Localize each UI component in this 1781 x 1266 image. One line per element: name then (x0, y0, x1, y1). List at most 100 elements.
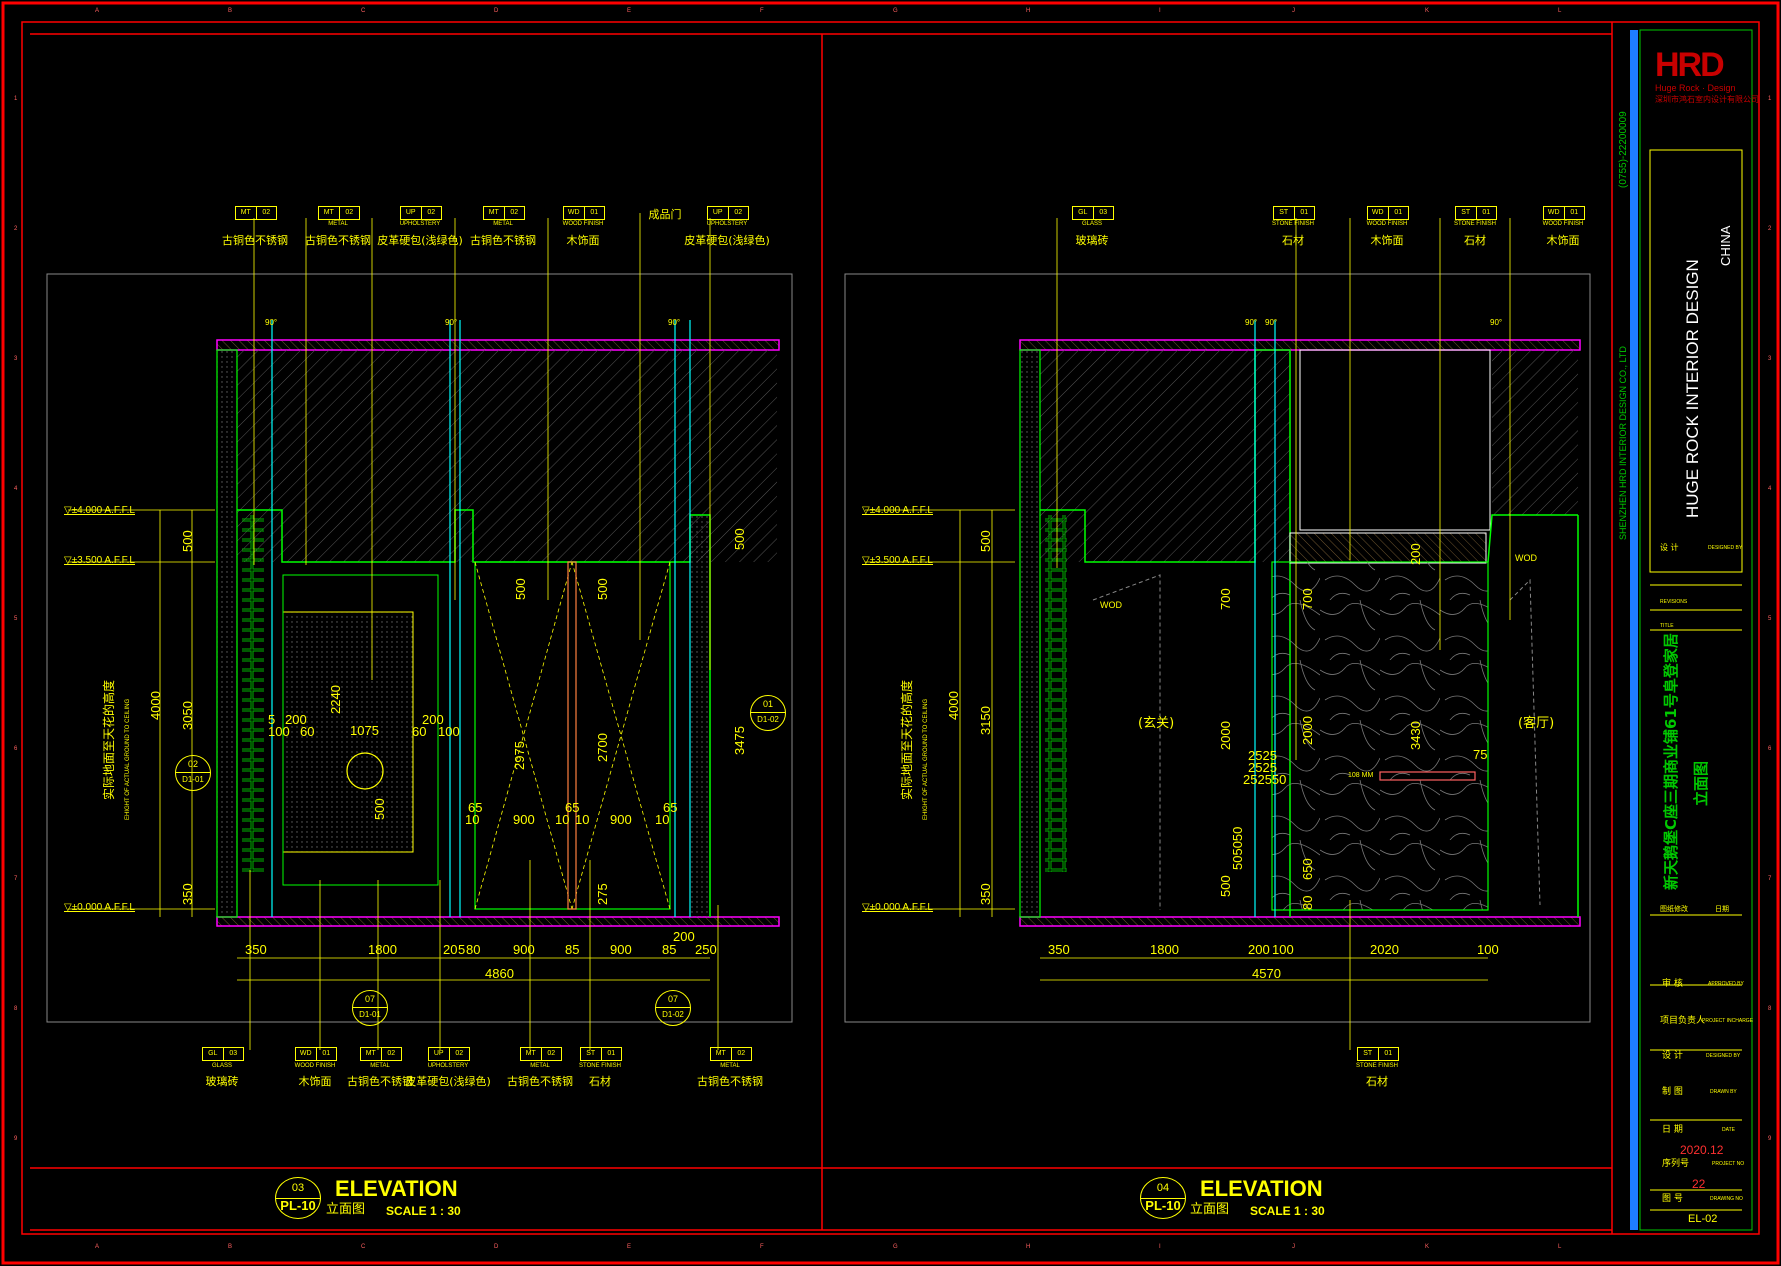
dim-label: 60 (412, 724, 427, 739)
border-grid-label: I (1159, 1244, 1161, 1250)
dim-label: 700 (1218, 588, 1233, 610)
level-marker: ▽±0.000 A.F.F.L (862, 902, 933, 913)
dim-label: 4000 (148, 691, 163, 720)
dim-label: 100 (268, 724, 290, 739)
ceiling-slab (216, 339, 780, 351)
view-title: ELEVATION (335, 1176, 458, 1201)
material-en: WOOD FINISH (1542, 221, 1584, 227)
dim-label: 100 (1477, 942, 1499, 957)
inner-frame (21, 21, 1760, 1235)
material-en: METAL (370, 1063, 390, 1069)
dim-label: 350 (978, 883, 993, 905)
view-scale: SCALE 1 : 30 (386, 1204, 461, 1218)
border-grid-label: J (1292, 8, 1295, 14)
height-label-en: EHIGHT OF ACTUAL GROUND TO CEILING (923, 698, 929, 820)
level-marker: ▽±4.000 A.F.F.L (64, 505, 135, 516)
border-grid-label: 9 (14, 1136, 18, 1142)
company-vertical: SHENZHEN HRD INTERIOR DESIGN CO., LTD (1618, 346, 1628, 540)
drafter-label: 制 图 (1662, 1087, 1683, 1097)
dim-label: 85 (565, 942, 580, 957)
dim-label: 900 (610, 812, 632, 827)
spot-angle: 90° (1490, 318, 1503, 327)
border-grid-label: 3 (14, 356, 18, 362)
dim-label: 10 (575, 812, 590, 827)
dim-label: 3475 (732, 726, 747, 755)
dim-label: 3150 (978, 706, 993, 735)
border-grid-label: 8 (1768, 1006, 1772, 1012)
material-en: METAL (530, 1063, 550, 1069)
border-grid-label: F (760, 8, 764, 14)
material-label: 木饰面 (566, 234, 600, 247)
material-label: 石材 (1282, 234, 1304, 247)
dim-label: 2240 (328, 685, 343, 714)
border-grid-label: 7 (14, 876, 18, 882)
material-en: GLASS (1081, 221, 1102, 227)
material-label: 石材 (589, 1075, 611, 1088)
dim-label: 3050 (180, 701, 195, 730)
border-grid-label: 1 (1768, 96, 1772, 102)
dim-label: 500 (372, 798, 387, 820)
design-label: 设 计 (1660, 543, 1679, 552)
review-en: APPROVED BY (1708, 981, 1744, 987)
material-label: 古铜色不锈钢 (347, 1075, 413, 1088)
dim-label: 1800 (1150, 942, 1179, 957)
dim-label: 200 (422, 712, 444, 727)
dim-label: 80 (1300, 895, 1315, 910)
border-grid-label: E (627, 1244, 631, 1250)
material-en: GLASS (211, 1063, 232, 1069)
designer-label: 设 计 (1662, 1051, 1683, 1061)
dim-label: 200 (1248, 942, 1270, 957)
logo-cn: 深圳市鸿石室内设计有限公司 (1655, 95, 1759, 104)
material-en: UPHOLSTERY (706, 221, 748, 227)
project-name: 新天鹅堡C座三期商业铺61号阜登家居 (1662, 633, 1680, 890)
level-marker: ▽±4.000 A.F.F.L (862, 505, 933, 516)
room-label: (客厅) (1518, 716, 1555, 731)
ceiling-void (237, 350, 777, 562)
material-en: STONE FINISH (1272, 221, 1314, 227)
material-label: 皮革硬包(浅绿色) (377, 234, 463, 247)
serial-en: PROJECT NO (1712, 1161, 1745, 1167)
dim-label: 500 (595, 578, 610, 600)
material-label: 古铜色不锈钢 (507, 1075, 573, 1088)
entrance-door (474, 561, 671, 910)
review-label: 审 核 (1662, 979, 1683, 989)
border-grid-label: E (627, 8, 631, 14)
drawing-no-value: EL-02 (1688, 1213, 1718, 1225)
border-grid-label: 3 (1768, 356, 1772, 362)
dim-label: 100 (438, 724, 460, 739)
dim-total: 4570 (1252, 966, 1281, 981)
spot-angle: 90° (668, 318, 681, 327)
dim-label: 85 (662, 942, 677, 957)
dim-label: 2020 (1370, 942, 1399, 957)
dim-label: 200 (673, 929, 695, 944)
material-en: METAL (328, 221, 348, 227)
height-label-cn: 实际地面至天花的高度 (900, 679, 914, 800)
dim-label: 2525 (1248, 760, 1277, 775)
material-en: WOOD FINISH (294, 1063, 336, 1069)
border-grid-label: 4 (1768, 486, 1772, 492)
brand: HUGE ROCK INTERIOR DESIGN (1683, 259, 1702, 518)
dim-label: 200 (285, 712, 307, 727)
level-marker: ▽±0.000 A.F.F.L (64, 902, 135, 913)
dim-label: 10 (555, 812, 570, 827)
border-grid-label: 6 (1768, 746, 1772, 752)
dim-label: 2000 (1218, 721, 1233, 750)
border-grid-label: L (1558, 1244, 1562, 1250)
dim-label: 3430 (1408, 721, 1423, 750)
dim-label: 350 (180, 883, 195, 905)
elevation-04 (844, 218, 1591, 1050)
drawing-name: 立面图 (1692, 760, 1710, 806)
dim-label: 2700 (595, 733, 610, 762)
dim-label: 2975 (512, 741, 527, 770)
dim-label: 5 (458, 942, 466, 957)
height-label-cn: 实际地面至天花的高度 (102, 679, 116, 800)
